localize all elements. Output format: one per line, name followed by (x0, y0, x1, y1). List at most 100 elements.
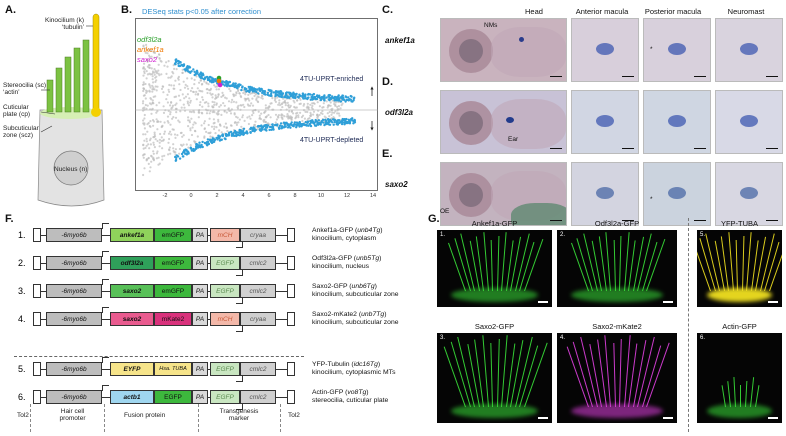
pa-box: PA (192, 284, 208, 298)
promoter-box: -6myo6b (46, 228, 102, 242)
panel-e-label: E. (382, 148, 393, 160)
x-tick-label: 4 (241, 193, 244, 198)
tol2-left-box (33, 362, 41, 376)
ma-plot-title: DESeq stats p<0.05 after correction (142, 7, 262, 16)
depleted-label: 4TU-UPRT-depleted (300, 137, 364, 144)
panel-b-label: B. (121, 4, 132, 16)
tag-box: mKate2 (154, 312, 192, 326)
image-number: 2. (560, 232, 566, 238)
marker-box: EGFP (210, 256, 240, 270)
construct-description: Ankef1a-GFP (unb4Tg)kinocilium, cytoplas… (312, 227, 383, 242)
fluorescence-image: 4. (557, 333, 677, 423)
tol2-right-box (287, 362, 295, 376)
marker-box: EGFP (210, 362, 240, 376)
fluorescence-title: Ankef1a-GFP (471, 219, 518, 228)
micrograph-saxo2-posterior-macula (643, 162, 711, 226)
marker-box: EGFP (210, 390, 240, 404)
pa-box: PA (192, 312, 208, 326)
fluorescence-title: Actin-GFP (722, 322, 757, 331)
gene-labels: odf3l2a ankef1a saxo2 (137, 35, 164, 65)
tol2-left-box (33, 312, 41, 326)
tag-box: EGFP (154, 390, 192, 404)
micrograph-ankef1a-head (440, 18, 567, 82)
enriched-label: 4TU-UPRT-enriched (300, 76, 364, 83)
marker-promoter-box: cryaa (240, 228, 276, 242)
gene-odf3l2a: odf3l2a (137, 35, 162, 44)
micrograph-ankef1a-anterior-macula (571, 18, 639, 82)
tol2-left-box (33, 390, 41, 404)
marker-box: EGFP (210, 284, 240, 298)
row-number: 3. (18, 286, 26, 296)
panel-f-label: F. (5, 213, 14, 225)
oe-annotation: OE (440, 208, 450, 215)
row-number: 6. (18, 392, 26, 402)
tol2-right-box (287, 284, 295, 298)
fluorescence-image: 5. (697, 230, 782, 307)
tol2-left-box (33, 256, 41, 270)
promoter-box: -6myo6b (46, 284, 102, 298)
x-tick-label: 6 (267, 193, 270, 198)
x-tick-label: 10 (318, 193, 324, 198)
tol2-right-box (287, 256, 295, 270)
construct-description: Saxo2-mKate2 (unb7Tg)kinocilium, subcuti… (312, 311, 399, 326)
tol2-right-box (287, 312, 295, 326)
fusion-box: actb1 (110, 390, 154, 404)
pa-box: PA (192, 256, 208, 270)
pa-box: PA (192, 362, 208, 376)
fluorescence-image: 6. (697, 333, 782, 423)
tol2-right-box (287, 228, 295, 242)
construct-description: Actin-GFP (vo8Tg)stereocilia, cuticular … (312, 389, 389, 404)
star-annotation-e: * (650, 196, 653, 203)
micrograph-ankef1a-posterior-macula (643, 18, 711, 82)
tag-box: emGFP (154, 284, 192, 298)
marker-promoter-box: cryaa (240, 312, 276, 326)
micrograph-odf3l2a-anterior-macula (571, 90, 639, 154)
x-tick-label: 8 (293, 193, 296, 198)
micrograph-ankef1a-neuromast (715, 18, 783, 82)
fluorescence-image: 3. (437, 333, 552, 423)
fluorescence-title: Odf3l2a-GFP (594, 219, 640, 228)
x-tick-label: 2 (215, 193, 218, 198)
footer-fusion: Fusion protein (124, 412, 166, 419)
image-number: 4. (560, 335, 566, 341)
marker-promoter-box: cmlc2 (240, 256, 276, 270)
marker-box: mCH (210, 228, 240, 242)
panel-a-label: A. (5, 4, 16, 16)
marker-box: mCH (210, 312, 240, 326)
micrograph-saxo2-head (440, 162, 567, 226)
image-number: 6. (700, 335, 706, 341)
nms-annotation: NMs (484, 22, 498, 29)
tol2-left-box (33, 228, 41, 242)
row-gene-ankef1a: ankef1a (385, 36, 415, 45)
gene-saxo2: saxo2 (137, 55, 158, 64)
construct-description: YFP-Tubulin (idc16Tg)kinocilium, cytopla… (312, 361, 396, 376)
fusion-box: saxo2 (110, 312, 154, 326)
star-annotation: * (650, 46, 653, 53)
promoter-box: -6myo6b (46, 390, 102, 404)
row-number: 2. (18, 258, 26, 268)
row-number: 4. (18, 314, 26, 324)
promoter-box: -6myo6b (46, 362, 102, 376)
ma-plot: -2 0 2 4 6 8 10 12 14 (135, 18, 378, 198)
separator-line (14, 356, 304, 357)
fusion-box: odf3l2a (110, 256, 154, 270)
fluorescence-title: Saxo2-mKate2 (592, 322, 642, 331)
x-tick-label: 14 (370, 193, 376, 198)
header-anterior-macula: Anterior macula (575, 7, 629, 16)
image-number: 5. (700, 232, 706, 238)
x-tick-label: 0 (189, 193, 192, 198)
nucleus-label: Nucleus (n) (54, 166, 88, 173)
marker-promoter-box: cmlc2 (240, 362, 276, 376)
micrograph-odf3l2a-head (440, 90, 567, 154)
header-head: Head (525, 7, 543, 16)
promoter-box: -6myo6b (46, 256, 102, 270)
x-tick-label: 12 (344, 193, 350, 198)
tag-box: Hsa. TUBA (154, 362, 192, 376)
kinocilium-label: Kinocilium (k)‘tubulin’ (45, 17, 85, 31)
tag-box: emGFP (154, 256, 192, 270)
image-number: 1. (440, 232, 446, 238)
x-tick-label: -2 (163, 193, 168, 198)
